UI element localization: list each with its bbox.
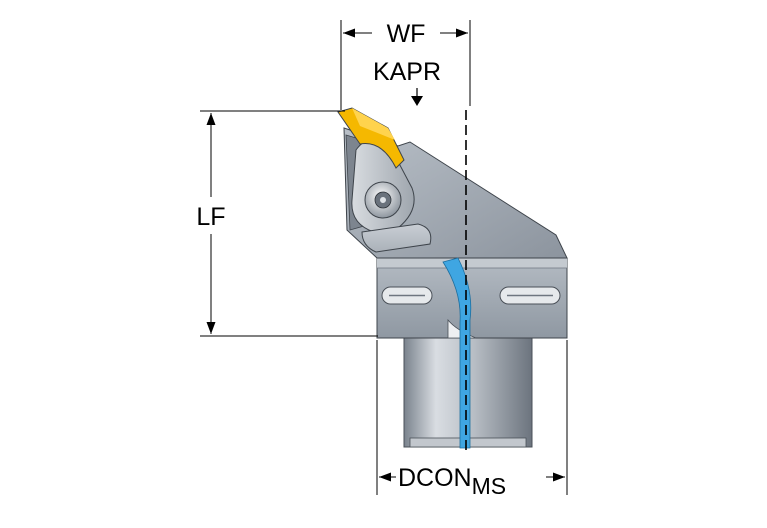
wf-label: WF — [387, 20, 426, 48]
wf-dimension: WF — [340, 20, 471, 110]
cutting-insert — [337, 107, 405, 169]
kapr-dimension: KAPR — [373, 58, 441, 106]
lf-dimension: LF — [196, 110, 378, 337]
dcon-dimension: DCONMS — [376, 340, 568, 499]
dcon-subscript: MS — [472, 473, 507, 499]
lf-label: LF — [196, 203, 225, 231]
kapr-label: KAPR — [373, 58, 441, 86]
clamp-screw-icon — [364, 181, 402, 219]
tool-body — [376, 257, 568, 339]
dcon-text: DCON — [398, 464, 472, 492]
dcon-label: DCONMS — [398, 464, 506, 499]
coolant-channel — [442, 257, 472, 449]
